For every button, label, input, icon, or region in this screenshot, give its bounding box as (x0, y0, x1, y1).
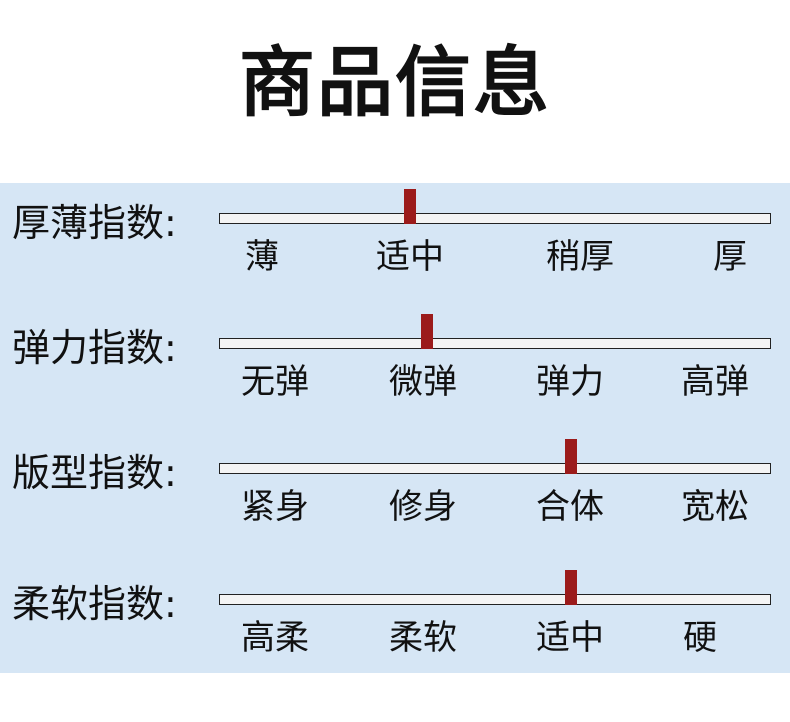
row-label: 厚薄指数: (12, 201, 177, 245)
elasticity-index-row: 弹力指数: 无弹 微弹 弹力 高弹 (0, 308, 790, 428)
page-title: 商品信息 (239, 38, 551, 127)
softness-index-row: 柔软指数: 高柔 柔软 适中 硬 (0, 564, 790, 684)
index-track (219, 338, 771, 349)
tick-label: 合体 (536, 487, 604, 527)
index-marker (404, 189, 416, 224)
tick-label: 稍厚 (546, 237, 614, 277)
tick-label: 柔软 (389, 618, 457, 658)
tick-label: 微弹 (389, 362, 457, 402)
row-label: 弹力指数: (12, 326, 177, 370)
tick-label: 薄 (245, 237, 279, 277)
row-label: 柔软指数: (12, 582, 177, 626)
tick-label: 高弹 (681, 362, 749, 402)
tick-label: 厚 (713, 237, 747, 277)
tick-label: 适中 (536, 618, 604, 658)
tick-label: 高柔 (241, 618, 309, 658)
index-track (219, 594, 771, 605)
fit-index-row: 版型指数: 紧身 修身 合体 宽松 (0, 433, 790, 553)
tick-label: 宽松 (681, 487, 749, 527)
tick-label: 适中 (376, 237, 444, 277)
index-track (219, 463, 771, 474)
thickness-index-row: 厚薄指数: 薄 适中 稍厚 厚 (0, 183, 790, 303)
index-track (219, 213, 771, 224)
index-marker (565, 439, 577, 474)
row-label: 版型指数: (12, 451, 177, 495)
tick-label: 硬 (683, 618, 717, 658)
tick-label: 弹力 (536, 362, 604, 402)
tick-label: 无弹 (241, 362, 309, 402)
product-info-panel: 厚薄指数: 薄 适中 稍厚 厚 弹力指数: 无弹 微弹 弹力 高弹 版型指数: … (0, 183, 790, 673)
index-marker (565, 570, 577, 605)
index-marker (421, 314, 433, 349)
tick-label: 紧身 (241, 487, 309, 527)
tick-label: 修身 (389, 487, 457, 527)
